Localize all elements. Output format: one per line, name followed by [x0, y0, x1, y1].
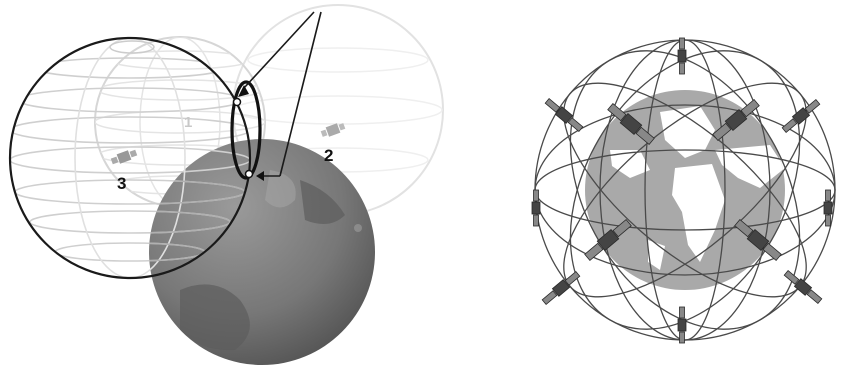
- sphere-1-label: 1: [184, 114, 192, 131]
- satellite-icon: [824, 190, 832, 226]
- sphere-2-label: 2: [324, 146, 333, 166]
- constellation-svg: [500, 0, 846, 365]
- earth-globe: [585, 90, 785, 290]
- satellite-constellation-diagram: [500, 0, 846, 365]
- sphere-3-label: 3: [117, 174, 126, 194]
- trilateration-svg: [0, 0, 480, 365]
- intersection-point: [246, 171, 253, 178]
- intersection-point: [234, 99, 241, 106]
- satellite-icon: [532, 190, 540, 226]
- satellite-icon: [678, 38, 686, 74]
- satellite-icon: [678, 307, 686, 343]
- trilateration-diagram: 1 2 3: [0, 0, 480, 365]
